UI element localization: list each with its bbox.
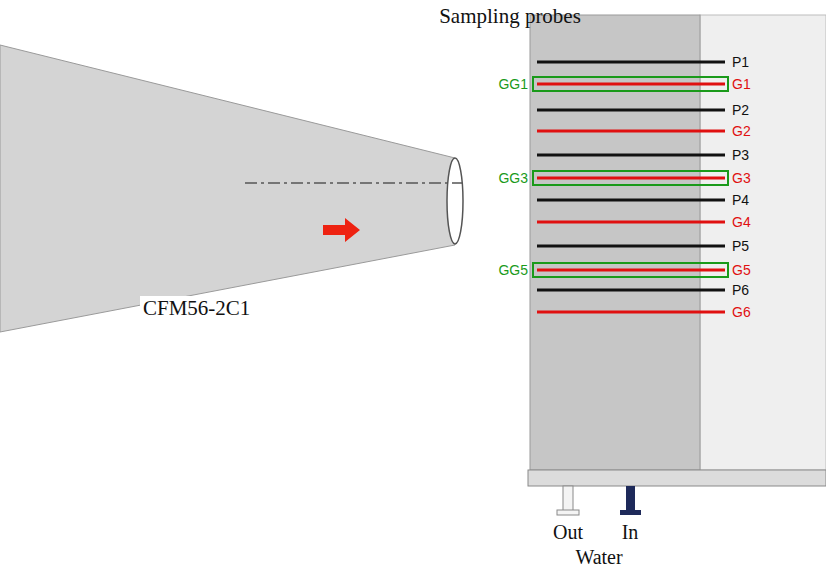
probe-lines: [537, 62, 725, 312]
water-out-foot: [557, 510, 579, 515]
probe-group-label: GG1: [498, 76, 528, 92]
probe-label: G5: [732, 262, 751, 278]
flow-arrow: [323, 218, 360, 242]
pipe-label: Out: [553, 521, 583, 544]
probe-label: P5: [732, 238, 749, 254]
probe-label: P6: [732, 282, 749, 298]
probe-label: G4: [732, 214, 751, 230]
water-label: Water: [575, 546, 622, 569]
water-out-pipe: [563, 486, 573, 512]
engine-nozzle: [0, 45, 455, 332]
probe-group-label: GG3: [498, 170, 528, 186]
probe-label: G2: [732, 123, 751, 139]
probe-label: P3: [732, 147, 749, 163]
probe-label: G1: [732, 76, 751, 92]
probe-group-label: GG5: [498, 262, 528, 278]
engine-name: CFM56-2C1: [140, 296, 253, 320]
probe-label: P4: [732, 192, 749, 208]
water-in-foot: [620, 510, 641, 515]
probe-label: P1: [732, 54, 749, 70]
pipe-label: In: [622, 521, 639, 544]
base-plate: [528, 470, 826, 486]
probe-label: G3: [732, 170, 751, 186]
nozzle-exit: [447, 158, 463, 244]
centerline: [245, 182, 462, 184]
probe-label: G6: [732, 304, 751, 320]
water-in-pipe: [626, 486, 635, 512]
diagram-title: Sampling probes: [439, 4, 581, 28]
probe-label: P2: [732, 102, 749, 118]
gas-probe-frames: [533, 77, 728, 277]
